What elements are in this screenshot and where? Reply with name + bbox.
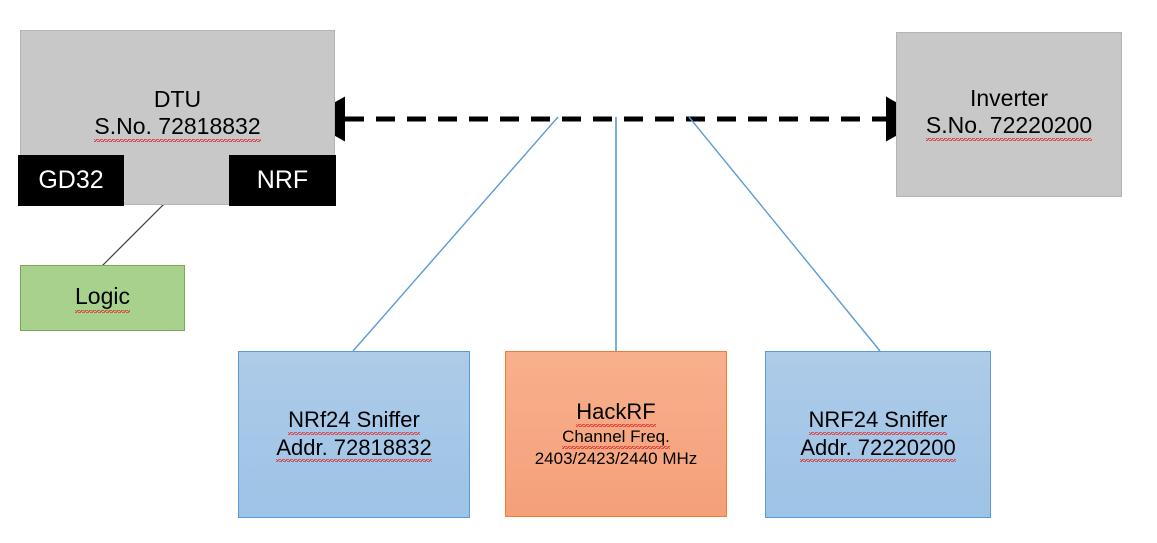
gd32-label: GD32 <box>38 166 104 194</box>
sniffer-left-line1: NRf24 Sniffer <box>288 406 420 435</box>
dtu-serial: S.No. 72818832 <box>94 113 261 143</box>
node-sniffer-right[interactable]: NRF24 Sniffer Addr. 72220200 <box>765 351 991 518</box>
node-sniffer-left[interactable]: NRf24 Sniffer Addr. 72818832 <box>238 351 470 518</box>
node-nrf[interactable]: NRF <box>229 155 336 206</box>
node-logic-analyzer[interactable]: Logic <box>20 265 185 331</box>
node-inverter[interactable]: Inverter S.No. 72220200 <box>896 32 1122 197</box>
hackrf-line2: Channel Freq. <box>562 426 670 449</box>
inverter-title: Inverter <box>970 85 1048 111</box>
connector-sniffer-right-tap <box>688 116 881 352</box>
sniffer-right-line2: Addr. 72220200 <box>800 434 956 463</box>
hackrf-line3: 2403/2423/2440 MHz <box>534 448 698 468</box>
inverter-serial: S.No. 72220200 <box>925 112 1093 142</box>
node-hackrf[interactable]: HackRF Channel Freq. 2403/2423/2440 MHz <box>505 351 727 517</box>
hackrf-line1: HackRF <box>576 398 656 427</box>
node-gd32[interactable]: GD32 <box>18 155 124 206</box>
logic-label: Logic <box>75 283 130 313</box>
connector-sniffer-left-tap <box>352 116 559 352</box>
nrf-label: NRF <box>256 166 309 194</box>
dtu-title: DTU <box>153 86 202 112</box>
sniffer-right-line1: NRF24 Sniffer <box>808 406 948 435</box>
sniffer-left-line2: Addr. 72818832 <box>276 434 432 463</box>
